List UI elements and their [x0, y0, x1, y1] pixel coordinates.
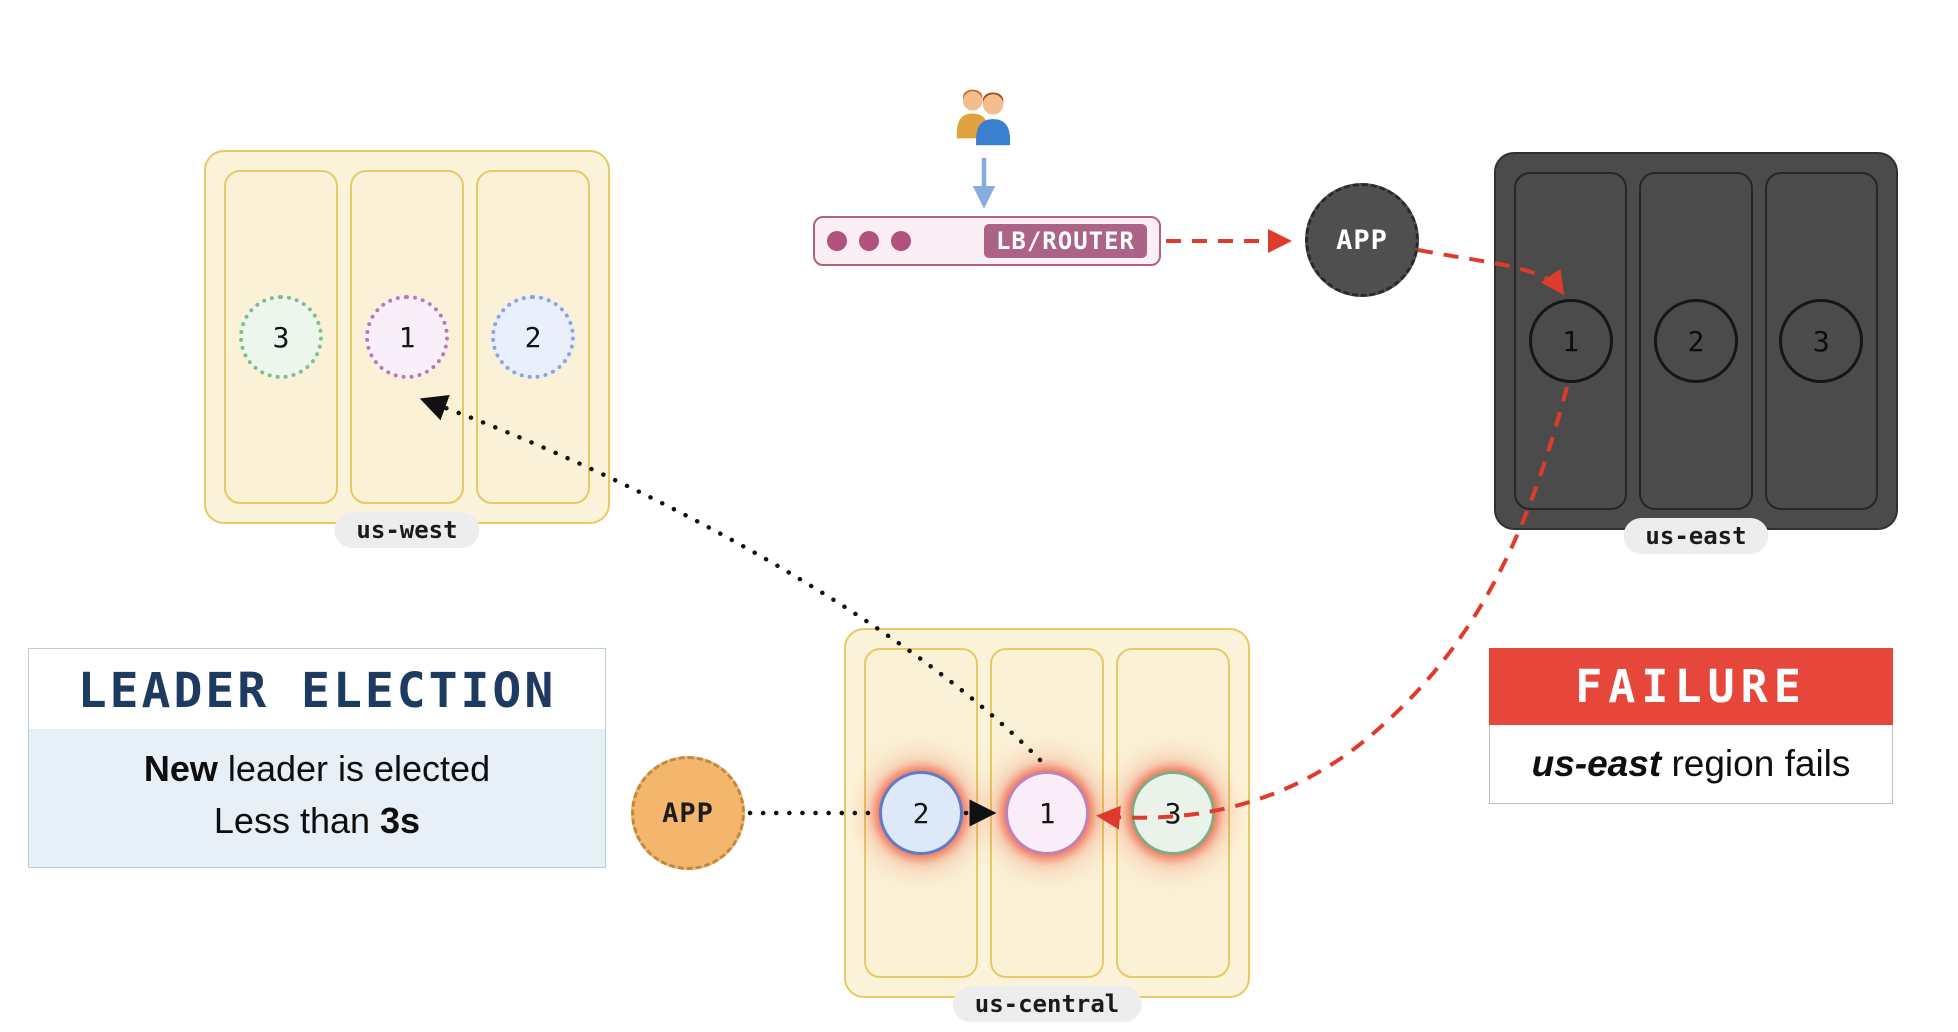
failure-body-bold: us-east — [1531, 743, 1662, 784]
az-column: 1 — [1514, 172, 1628, 510]
lb-dot — [859, 231, 879, 251]
az-column: 2 — [864, 648, 978, 978]
az-column: 2 — [476, 170, 590, 504]
db-node: 1 — [1005, 771, 1089, 855]
region-us-east: 1 2 3 us-east — [1494, 152, 1898, 554]
users-icon — [950, 84, 1018, 152]
az-column: 2 — [1639, 172, 1753, 510]
leader-election-line1-bold: New — [143, 748, 218, 789]
az-column: 3 — [1116, 648, 1230, 978]
leader-election-title: LEADER ELECTION — [77, 663, 557, 719]
az-column: 1 — [350, 170, 464, 504]
failure-callout: FAILURE us-east region fails — [1489, 648, 1893, 804]
lb-router-label: LB/ROUTER — [983, 224, 1147, 258]
load-balancer: LB/ROUTER — [813, 216, 1161, 266]
db-node: 1 — [365, 295, 449, 379]
leader-election-line2-rest: Less than — [213, 800, 381, 842]
db-node: 3 — [1779, 299, 1864, 383]
app-node-east: APP — [1305, 183, 1419, 297]
leader-election-callout: LEADER ELECTION New leader is elected Le… — [28, 648, 606, 869]
db-node: 2 — [491, 295, 575, 379]
leader-election-line1-rest: leader is elected — [217, 748, 491, 789]
db-node: 1 — [1528, 299, 1613, 383]
app-central-label: APP — [662, 797, 714, 829]
db-node: 3 — [239, 295, 323, 379]
lb-dot — [827, 231, 847, 251]
region-us-central: 2 1 3 us-central — [844, 628, 1250, 1022]
leader-election-line2: Less than 3s — [29, 795, 605, 847]
db-node: 3 — [1131, 771, 1215, 855]
failure-body: us-east region fails — [1489, 725, 1893, 804]
region-label-us-west: us-west — [334, 512, 480, 548]
db-node: 2 — [879, 771, 963, 855]
az-column: 3 — [1764, 172, 1878, 510]
users-icon-svg — [956, 89, 1011, 146]
region-us-west: 3 1 2 us-west — [204, 150, 610, 548]
az-column: 3 — [224, 170, 338, 504]
leader-election-line2-bold: 3s — [380, 800, 421, 842]
app-node-central: APP — [631, 756, 745, 870]
lb-dot — [891, 231, 911, 251]
app-east-label: APP — [1336, 224, 1388, 256]
failure-title: FAILURE — [1489, 648, 1893, 725]
leader-election-line1: New leader is elected — [29, 743, 605, 795]
leader-election-body: New leader is elected Less than 3s — [29, 729, 605, 868]
region-label-us-central: us-central — [952, 986, 1142, 1022]
db-node: 2 — [1653, 299, 1738, 383]
region-label-us-east: us-east — [1623, 518, 1769, 554]
failure-body-rest: region fails — [1661, 743, 1851, 784]
az-column: 1 — [990, 648, 1104, 978]
